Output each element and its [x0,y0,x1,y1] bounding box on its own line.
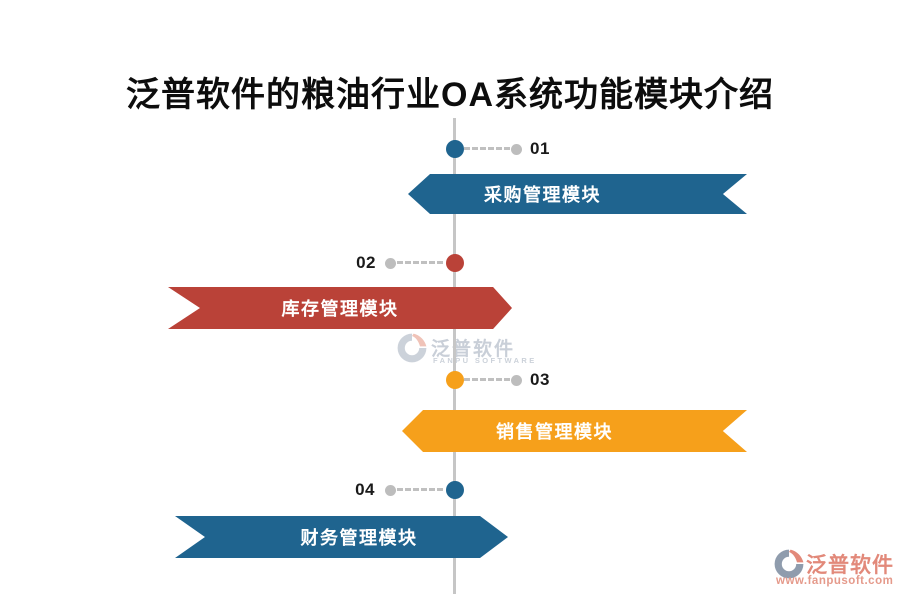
module-label: 采购管理模块 [484,185,601,205]
page-title: 泛普软件的粮油行业OA系统功能模块介绍 [126,75,774,114]
connector-dash-4 [397,488,443,491]
watermark-brand-text: 泛普软件 [431,339,516,360]
fanpu-logo-icon [774,549,804,579]
watermark-brand-en-text: FANPU SOFTWARE [433,356,537,365]
connector-end-dot-3 [511,375,522,386]
timeline-node-dot-3 [446,371,464,389]
footer-logo: 泛普软件 www.fanpusoft.com [773,548,893,587]
connector-end-dot-2 [385,258,396,269]
fanpu-watermark-icon [397,333,427,363]
module-ribbon-finance: 财务管理模块 [175,516,508,558]
timeline-node-dot-4 [446,481,464,499]
module-label: 财务管理模块 [300,528,418,548]
timeline-node-dot-2 [446,254,464,272]
connector-dash-2 [397,261,443,264]
watermark: 泛普软件 FANPU SOFTWARE [396,332,534,369]
step-number-3: 03 [530,370,550,389]
connector-end-dot-4 [385,485,396,496]
timeline-node-dot-1 [446,140,464,158]
step-number-2: 02 [356,253,376,272]
module-label: 库存管理模块 [281,299,399,319]
module-ribbon-inventory: 库存管理模块 [168,287,512,329]
module-ribbon-procurement: 采购管理模块 [408,174,747,214]
timeline-vertical-line [453,118,456,594]
connector-end-dot-1 [511,144,522,155]
footer-brand-text: 泛普软件 [806,554,894,577]
connector-dash-3 [464,378,510,381]
step-number-1: 01 [530,139,550,158]
module-label: 销售管理模块 [496,422,613,442]
module-ribbon-sales: 销售管理模块 [402,410,747,452]
connector-dash-1 [464,147,510,150]
step-number-4: 04 [355,480,375,499]
footer-website-text: www.fanpusoft.com [776,575,894,587]
